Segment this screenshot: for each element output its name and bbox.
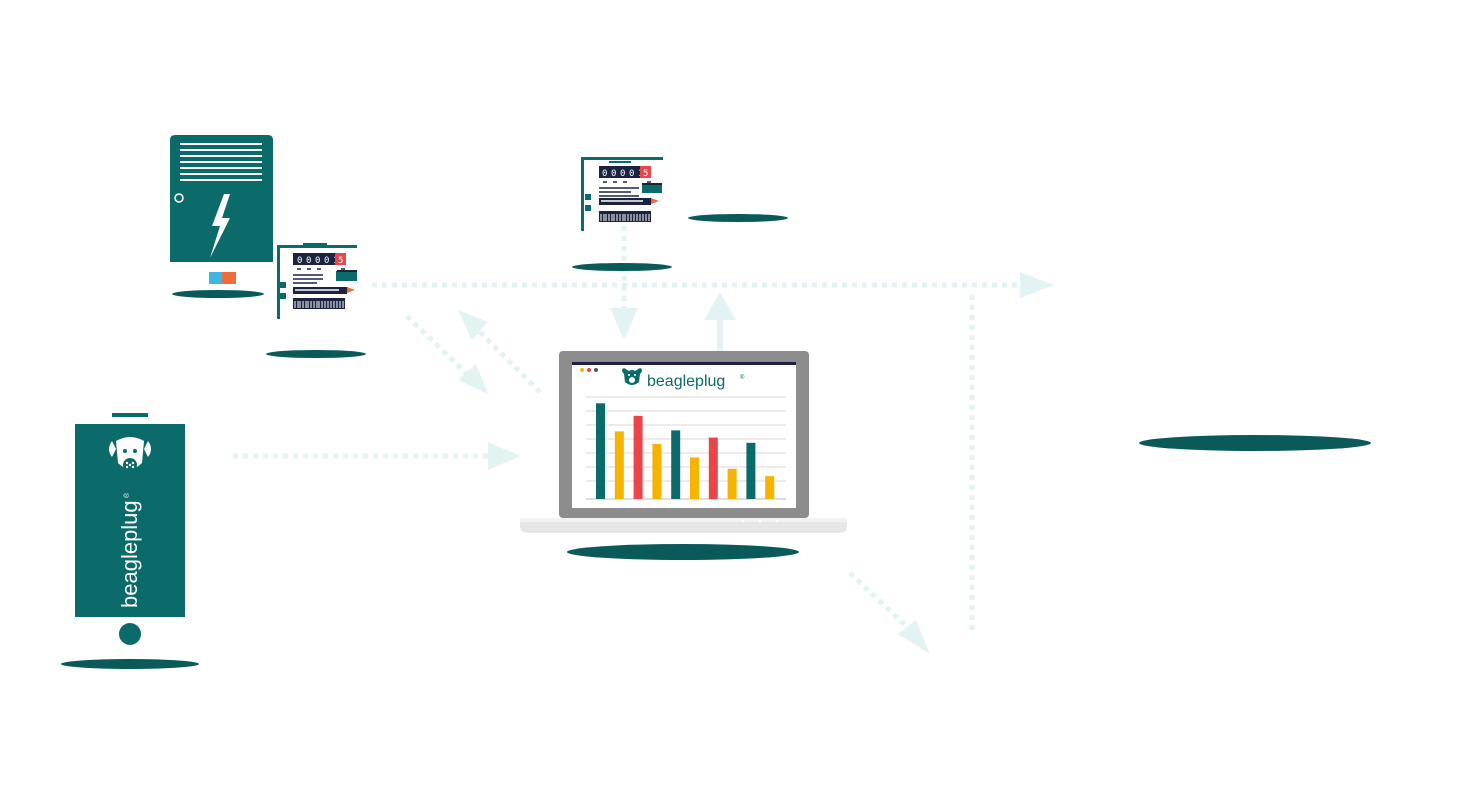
screen-brand-trademark: ® (740, 374, 745, 381)
arrow-head-diagonal-in (458, 364, 488, 394)
window-dot-yellow (580, 368, 584, 372)
screen-brand-name: beagleplug (647, 373, 725, 390)
chart-bar-10 (765, 476, 775, 499)
laptop-dashboard-icon: beagleplug ® (520, 351, 847, 533)
meter-left-digit-4: 0 (324, 256, 329, 266)
shadow-meter-top-b (572, 263, 672, 271)
charger-connector (119, 623, 141, 645)
arrow-head-up (704, 292, 736, 320)
charger-beagle-logo-icon (109, 437, 151, 472)
chart-bar-8 (727, 468, 737, 499)
meter-left-counter-bg (293, 253, 345, 265)
chart-bar-5 (671, 430, 681, 499)
meter-top-last-digit: 5 (643, 169, 648, 179)
laptop-screen (572, 362, 796, 508)
flow-arrows (233, 226, 1054, 654)
shadow-cabinet (172, 290, 264, 298)
power-cabinet-icon (170, 135, 273, 284)
shadow-laptop (567, 544, 799, 560)
laptop-base-dots (741, 519, 779, 523)
chart-bar-3 (633, 415, 643, 499)
window-dot-red (587, 368, 591, 372)
ground-shadows (61, 214, 1371, 669)
chart-bar-9 (746, 442, 756, 499)
meter-top-slot-1 (585, 194, 591, 200)
charging-station-icon: beagleplug ® (75, 413, 185, 645)
beagle-logo-icon (622, 368, 642, 385)
arrow-head-charger-to-laptop (488, 442, 520, 470)
meter-left-digit-3: 0 (315, 256, 320, 266)
meter-left-slot-1 (280, 282, 286, 288)
meter-top-digit-3: 0 (620, 169, 625, 179)
charger-brand-name: beagleplug (117, 500, 142, 608)
electric-meter-icon-top: 0 0 0 0 1 5 (581, 157, 663, 231)
flow-line-diagonal-out (476, 328, 542, 394)
electric-meter-icon-left: 0 0 0 0 1 5 (277, 243, 357, 319)
meter-top-digit-1: 0 (602, 169, 607, 179)
cabinet-vent-lines (180, 143, 262, 181)
chart-bar-4 (652, 443, 662, 499)
meter-top-slot-2 (585, 205, 591, 211)
window-dot-dark (594, 368, 598, 372)
shadow-meter-top-a (688, 214, 788, 222)
shadow-right (1139, 435, 1371, 451)
chart-bars (596, 403, 775, 499)
arrow-head-down (610, 308, 638, 340)
meter-left-slot-2 (280, 293, 286, 299)
chart-bar-2 (614, 431, 624, 499)
shadow-charger (61, 659, 199, 669)
meter-left-digit-1: 0 (297, 256, 302, 266)
meter-top-digit-2: 0 (611, 169, 616, 179)
meter-left-last-digit: 5 (338, 256, 343, 266)
cabinet-indicator-orange (222, 272, 236, 284)
arrow-head-diagonal-out (458, 310, 488, 340)
charger-brand-trademark: ® (123, 492, 131, 498)
meter-top-digit-4: 0 (629, 169, 634, 179)
arrow-head-right-main (1020, 272, 1054, 298)
cabinet-indicator-blue (209, 272, 222, 284)
chart-bar-1 (596, 403, 605, 499)
meter-top-counter-bg (599, 166, 651, 178)
meter-left-digit-2: 0 (306, 256, 311, 266)
lightning-bolt-icon (210, 194, 230, 258)
flow-line-diagonal-down (848, 571, 910, 630)
flow-line-diagonal-in (405, 314, 470, 377)
chart-bar-7 (708, 437, 718, 499)
chart-bar-6 (690, 457, 699, 499)
cabinet-power-button-icon (174, 193, 184, 203)
arrow-head-diagonal-down (898, 620, 930, 654)
shadow-meter-left (266, 350, 366, 358)
